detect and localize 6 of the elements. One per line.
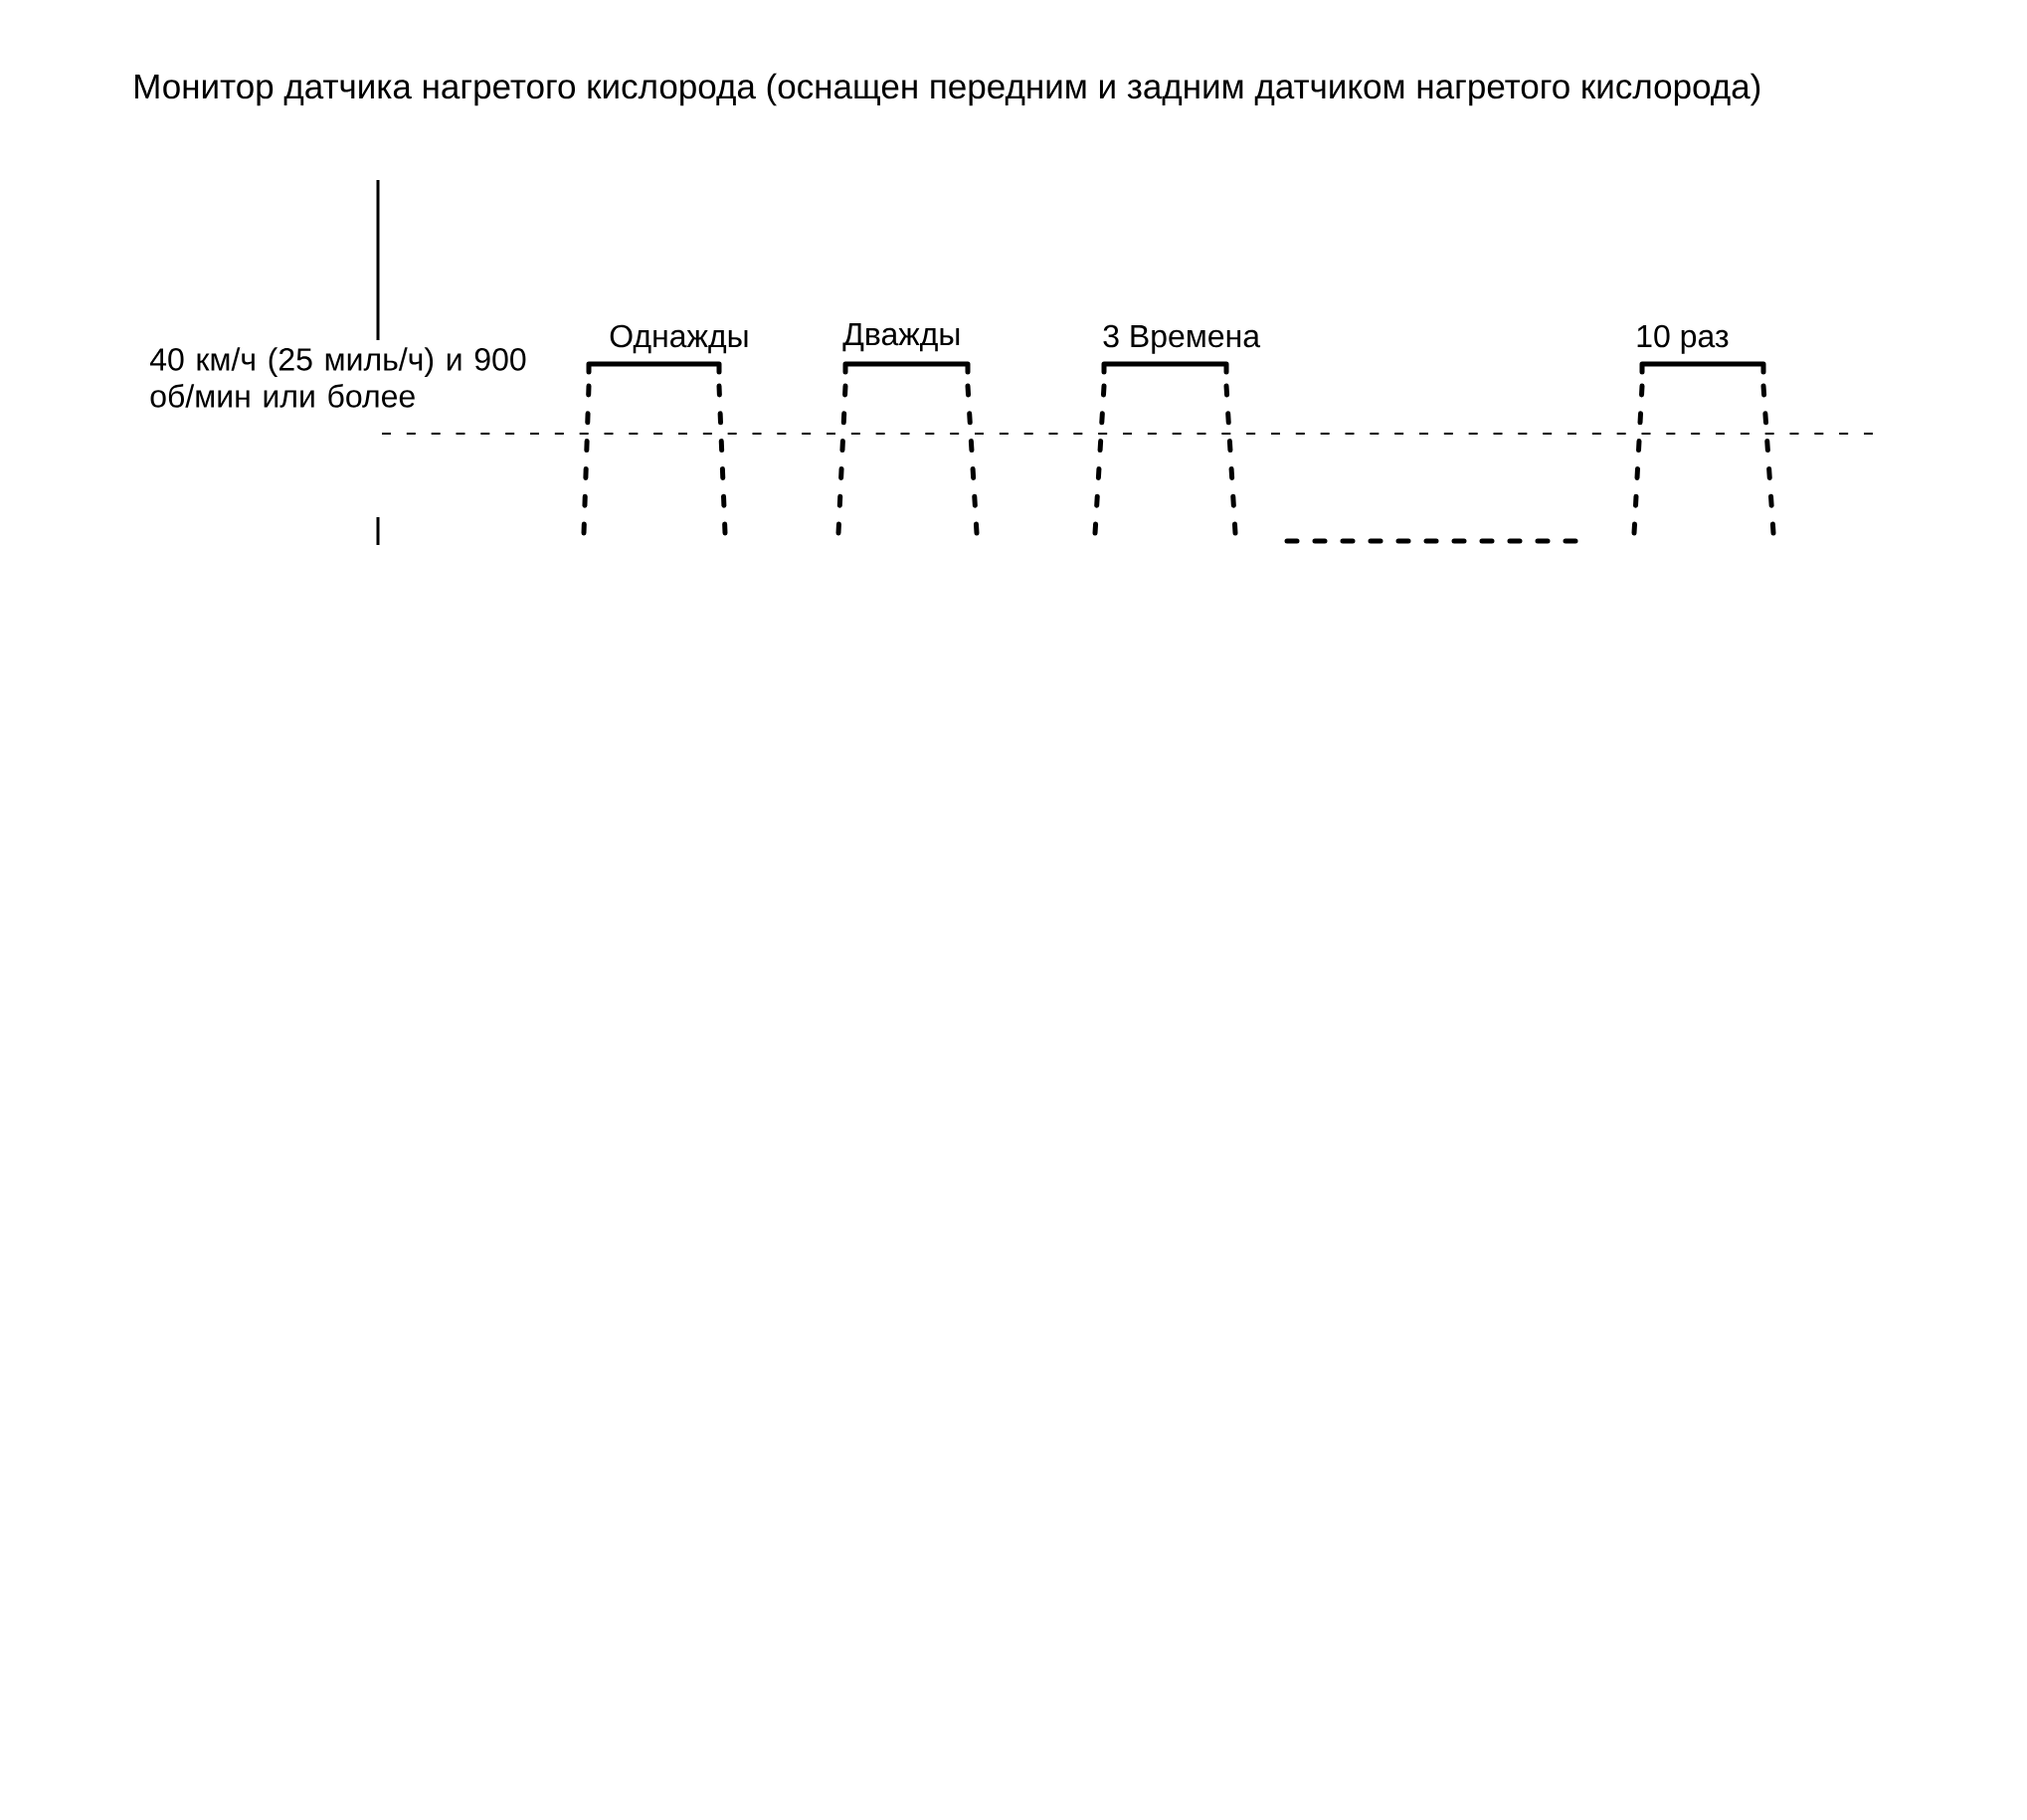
title: Монитор датчика нагретого кислорода (оснащен передним и задним датчиком нагретого кислорода): [135, 73, 1760, 106]
pulse-label: Дважды: [842, 323, 960, 352]
pulse-label: 3 Времена: [1103, 324, 1261, 354]
pulse-label: 10 раз: [1637, 324, 1729, 354]
pulse-label: Однажды: [610, 324, 748, 354]
axis-label: 40 км/ч (25 миль/ч) и 900 об/мин или более: [149, 347, 526, 408]
